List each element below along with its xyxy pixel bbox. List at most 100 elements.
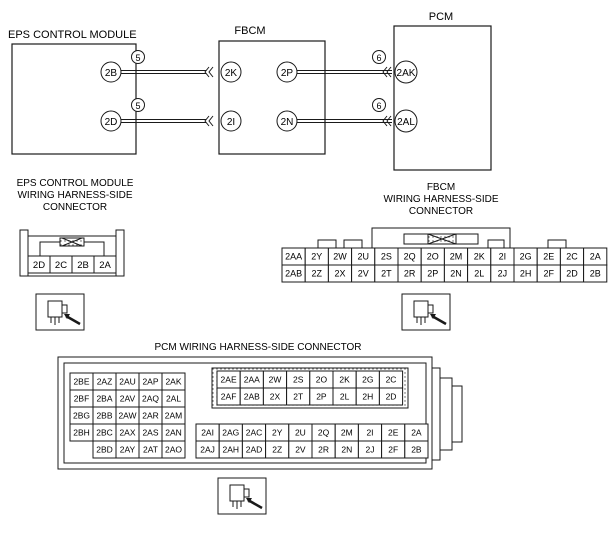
pcm-connector-right-bottom-pin-cell: 2E bbox=[381, 423, 406, 442]
eps-module-box bbox=[11, 43, 137, 155]
svg-text:2I: 2I bbox=[366, 428, 373, 438]
pcm-connector-left-pin-cell: 2BC bbox=[92, 423, 117, 442]
pcm-connector-right-bottom-pin-cell: 2I bbox=[357, 423, 383, 442]
svg-text:2F: 2F bbox=[544, 269, 555, 279]
pcm-connector-left-pin-cell: 2BB bbox=[92, 406, 117, 425]
svg-text:2AS: 2AS bbox=[142, 428, 158, 438]
svg-text:2K: 2K bbox=[474, 252, 485, 262]
fbcm-connector-pin-cell: 2V bbox=[351, 264, 376, 283]
svg-text:2Y: 2Y bbox=[272, 428, 283, 438]
wire-marker-5b: 5 bbox=[131, 98, 145, 112]
pcm-connector-right-bottom-pin-cell: 2U bbox=[288, 423, 313, 442]
svg-text:2G: 2G bbox=[520, 252, 532, 262]
svg-text:2N: 2N bbox=[450, 269, 462, 279]
pcm-connector-left-pin-cell: 2AY bbox=[115, 440, 140, 459]
pcm-connector-left-pin-cell: 2AZ bbox=[92, 372, 117, 391]
fbcm-connector-pin-cell: 2E bbox=[536, 247, 561, 266]
eps-connector-title-line3: CONNECTOR bbox=[43, 202, 107, 213]
fbcm-connector-title-line2: WIRING HARNESS-SIDE bbox=[383, 194, 498, 205]
svg-text:2B: 2B bbox=[590, 269, 601, 279]
pcm-connector-left-pin-cell: 2AK bbox=[161, 372, 186, 391]
fbcm-connector-pin-cell: 2X bbox=[327, 264, 353, 283]
svg-text:2AL: 2AL bbox=[166, 394, 181, 404]
fbcm-connector-pin-cell: 2L bbox=[467, 264, 492, 283]
svg-text:2BD: 2BD bbox=[96, 445, 113, 455]
fbcm-connector-pin-cell: 2R bbox=[397, 264, 422, 283]
svg-text:2D: 2D bbox=[33, 260, 45, 271]
svg-text:2AA: 2AA bbox=[244, 375, 260, 385]
fbcm-connector-housing bbox=[317, 227, 567, 249]
pcm-connector-right-bottom-pin-cell: 2AC bbox=[241, 423, 267, 442]
fbcm-connector-pin-cell: 2AA bbox=[281, 247, 306, 266]
eps-connector-pin-cell: 2A bbox=[93, 255, 117, 274]
fbcm-connector-pin-cell: 2Y bbox=[304, 247, 329, 266]
svg-text:2W: 2W bbox=[333, 252, 347, 262]
fbcm-connector-pin-cell: 2M bbox=[443, 247, 469, 266]
svg-text:2AY: 2AY bbox=[120, 445, 136, 455]
fbcm-title: FBCM bbox=[234, 25, 265, 37]
pcm-connector-right-bottom-pin-cell: 2J bbox=[357, 440, 383, 459]
connector-icon-eps bbox=[35, 293, 85, 331]
pcm-pin-2ak: 2AK bbox=[394, 60, 418, 84]
svg-text:2C: 2C bbox=[55, 260, 67, 271]
svg-text:2AH: 2AH bbox=[223, 445, 240, 455]
pcm-connector-right-bottom-pin-cell: 2AJ bbox=[195, 440, 220, 459]
svg-text:2BH: 2BH bbox=[73, 428, 90, 438]
pcm-connector-left-pin-cell: 2AR bbox=[138, 406, 163, 425]
pcm-connector-right-bottom-pin-cell: 2R bbox=[311, 440, 336, 459]
fbcm-connector-pin-cell: 2J bbox=[490, 264, 515, 283]
svg-text:2S: 2S bbox=[381, 252, 392, 262]
pcm-connector-title: PCM WIRING HARNESS-SIDE CONNECTOR bbox=[154, 342, 361, 353]
svg-text:2P: 2P bbox=[281, 68, 294, 79]
pcm-connector-right-bottom-pin-cell: 2AD bbox=[241, 440, 267, 459]
svg-text:2AK: 2AK bbox=[397, 68, 416, 79]
fbcm-connector-pin-cell: 2D bbox=[559, 264, 585, 283]
eps-connector-title-line1: EPS CONTROL MODULE bbox=[17, 178, 134, 189]
svg-text:2D: 2D bbox=[105, 117, 118, 128]
eps-module-title: EPS CONTROL MODULE bbox=[8, 29, 137, 41]
pcm-connector-right-top-pin-cell: 2D bbox=[378, 387, 404, 406]
wire-marker-6a: 6 bbox=[372, 50, 386, 64]
pcm-connector-right-top-pin-cell: 2AB bbox=[239, 387, 264, 406]
fbcm-connector-pin-cell: 2Q bbox=[397, 247, 422, 266]
fbcm-box bbox=[218, 40, 326, 155]
svg-text:2BC: 2BC bbox=[96, 428, 113, 438]
svg-text:2L: 2L bbox=[340, 392, 350, 402]
eps-connector-title-line2: WIRING HARNESS-SIDE bbox=[17, 190, 132, 201]
pcm-connector-left-pin-cell: 2AO bbox=[161, 440, 186, 459]
svg-text:2AE: 2AE bbox=[221, 375, 237, 385]
pcm-connector-right-top-pin-cell: 2AA bbox=[239, 370, 264, 389]
fbcm-connector-pin-cell: 2Z bbox=[304, 264, 329, 283]
pcm-connector-right-top-pin-cell: 2P bbox=[309, 387, 334, 406]
fbcm-connector-pin-cell: 2G bbox=[513, 247, 538, 266]
svg-text:2E: 2E bbox=[388, 428, 399, 438]
svg-text:2M: 2M bbox=[341, 428, 353, 438]
fbcm-connector-title-line3: CONNECTOR bbox=[409, 206, 473, 217]
pcm-connector-right-top-pin-cell: 2K bbox=[332, 370, 357, 389]
svg-text:5: 5 bbox=[135, 101, 140, 111]
svg-text:2AB: 2AB bbox=[285, 269, 302, 279]
wire-marker-6b: 6 bbox=[372, 98, 386, 112]
svg-text:2AW: 2AW bbox=[118, 411, 136, 421]
pcm-connector-left-pin-cell: 2AM bbox=[161, 406, 186, 425]
svg-text:2AZ: 2AZ bbox=[97, 377, 113, 387]
svg-text:2O: 2O bbox=[316, 375, 328, 385]
svg-text:2AF: 2AF bbox=[221, 392, 237, 402]
svg-text:2Z: 2Z bbox=[312, 269, 323, 279]
eps-pin-2d: 2D bbox=[100, 110, 122, 132]
svg-text:2AQ: 2AQ bbox=[142, 394, 159, 404]
eps-connector-pin-cell: 2B bbox=[71, 255, 95, 274]
svg-text:2R: 2R bbox=[404, 269, 416, 279]
pcm-connector-right-top-pin-cell: 2C bbox=[378, 370, 404, 389]
svg-text:2BB: 2BB bbox=[96, 411, 112, 421]
svg-text:2AM: 2AM bbox=[165, 411, 182, 421]
pcm-connector-right-bottom-pin-cell: 2AI bbox=[195, 423, 220, 442]
connector-icon-fbcm bbox=[401, 293, 451, 331]
pcm-connector-right-top-pin-cell: 2X bbox=[262, 387, 288, 406]
pcm-connector-left-pin-cell: 2AL bbox=[161, 389, 186, 408]
svg-text:2U: 2U bbox=[357, 252, 369, 262]
pcm-connector-left-pin-cell: 2AU bbox=[115, 372, 140, 391]
fbcm-connector-pin-cell: 2K bbox=[467, 247, 492, 266]
svg-text:2A: 2A bbox=[590, 252, 601, 262]
